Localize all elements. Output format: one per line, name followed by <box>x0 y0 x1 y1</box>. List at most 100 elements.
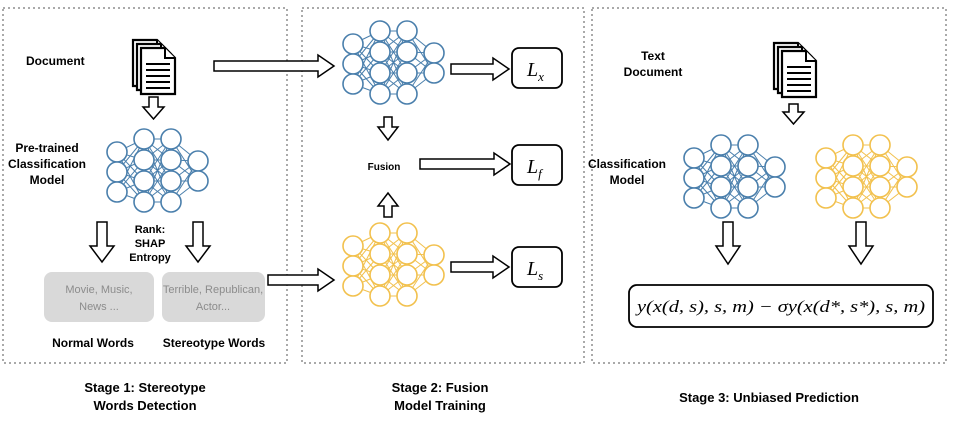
arrow-stereo-model-to-fusion <box>376 191 400 218</box>
stereotype-words-box <box>162 272 265 322</box>
network-node <box>160 191 182 213</box>
unbiased-formula: y(x(d, s), s, m) − σy(x(d*, s*), s, m) <box>635 297 926 316</box>
stereotype-words-line1: Terrible, Republican, <box>163 284 263 296</box>
network-node <box>710 197 732 219</box>
loss-f-box <box>511 144 563 186</box>
stage1-panel <box>2 7 288 364</box>
stereotype-words-caption: Stereotype Words <box>163 336 266 350</box>
network-node <box>737 197 759 219</box>
network-node <box>342 33 364 55</box>
network-node <box>342 53 364 75</box>
network-edge <box>379 232 408 297</box>
network-edge <box>852 144 881 209</box>
text-document-label-line1: Text <box>641 49 665 63</box>
network-node <box>342 275 364 297</box>
network-node <box>133 128 155 150</box>
stage2-title-line1: Stage 2: Fusion <box>392 380 489 395</box>
network-node <box>133 170 155 192</box>
network-edge <box>379 30 408 95</box>
network-node <box>187 150 209 172</box>
network-node <box>423 244 445 266</box>
network-node <box>423 264 445 286</box>
formula-box <box>628 284 934 328</box>
network-node <box>896 176 918 198</box>
network-node <box>737 155 759 177</box>
network-node <box>396 20 418 42</box>
arrow-model-to-normal <box>88 221 116 264</box>
network-node <box>815 147 837 169</box>
network-node <box>683 147 705 169</box>
loss-s: Ls <box>526 258 543 283</box>
stage1-title-line1: Stage 1: Stereotype <box>84 380 205 395</box>
network-node <box>369 243 391 265</box>
stereotype-model-network <box>342 222 445 307</box>
network-node <box>815 167 837 189</box>
arrow-to-loss-f <box>419 151 512 177</box>
network-node <box>710 134 732 156</box>
stage1-title-line2: Words Detection <box>93 398 196 413</box>
network-node <box>342 73 364 95</box>
arrow-stereotype-to-stereo-model <box>267 267 336 293</box>
network-node <box>396 62 418 84</box>
stage2-title-line2: Model Training <box>394 398 486 413</box>
network-node <box>133 191 155 213</box>
network-node <box>842 176 864 198</box>
entropy-label: Entropy <box>129 252 171 264</box>
text-model-network <box>342 20 445 105</box>
network-node <box>160 170 182 192</box>
text-document-icon <box>774 43 816 97</box>
stage3-title: Stage 3: Unbiased Prediction <box>679 390 859 405</box>
normal-words-caption: Normal Words <box>52 336 134 350</box>
stage3-panel <box>591 7 947 364</box>
classification-label-line1: Classification <box>588 157 666 171</box>
normal-words-line1: Movie, Music, <box>65 284 132 296</box>
network-node <box>369 264 391 286</box>
network-node <box>160 128 182 150</box>
arrow-to-loss-s <box>450 254 511 280</box>
network-node <box>869 197 891 219</box>
arrow-model-to-prediction-right <box>847 221 875 266</box>
network-node <box>423 42 445 64</box>
network-node <box>869 134 891 156</box>
network-node <box>737 134 759 156</box>
classification-model-network <box>683 134 786 219</box>
arrow-text-model-to-fusion <box>376 116 400 142</box>
classification-label-line2: Model <box>610 173 645 187</box>
pretrained-model-network <box>106 128 209 213</box>
arrow-doc-to-fusion-text-model <box>213 53 336 79</box>
network-node <box>764 156 786 178</box>
network-node <box>764 176 786 198</box>
network-node <box>896 156 918 178</box>
pretrained-label-line2: Classification <box>8 157 86 171</box>
network-node <box>815 187 837 209</box>
network-node <box>187 170 209 192</box>
arrow-doc-to-model <box>141 96 166 121</box>
network-node <box>423 62 445 84</box>
network-node <box>842 134 864 156</box>
normal-words-line2: News ... <box>79 301 119 313</box>
network-edge <box>720 144 749 209</box>
loss-s-box <box>511 246 563 288</box>
normal-words-box <box>44 272 154 322</box>
arrow-to-loss-x <box>450 56 511 82</box>
network-node <box>106 161 128 183</box>
document-icon <box>133 40 175 94</box>
network-node <box>710 155 732 177</box>
pretrained-label-line3: Model <box>30 173 65 187</box>
shap-label: SHAP <box>135 238 166 250</box>
network-node <box>842 155 864 177</box>
network-node <box>869 155 891 177</box>
network-node <box>369 83 391 105</box>
network-node <box>369 285 391 307</box>
network-edge <box>143 138 172 203</box>
network-node <box>133 149 155 171</box>
network-node <box>396 222 418 244</box>
network-node <box>737 176 759 198</box>
network-node <box>396 264 418 286</box>
network-node <box>842 197 864 219</box>
fusion-label: Fusion <box>368 162 401 173</box>
network-node <box>710 176 732 198</box>
network-node <box>160 149 182 171</box>
